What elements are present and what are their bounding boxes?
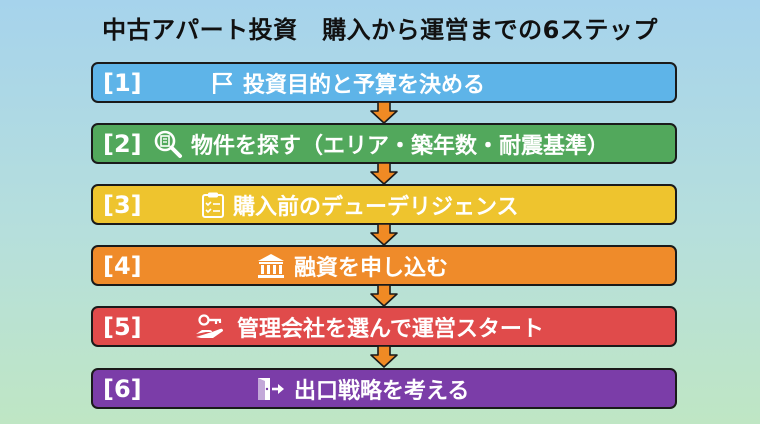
step-number: [6] xyxy=(103,374,142,403)
hand-key-icon xyxy=(195,313,229,341)
page-title: 中古アパート投資 購入から運営までの6ステップ xyxy=(102,16,658,44)
step-number: [2] xyxy=(103,129,142,158)
step-6: [6] 出口戦略を考える xyxy=(91,368,677,409)
step-2: [2] 物件を探す（エリア・築年数・耐震基準） xyxy=(91,123,677,164)
step-label: 出口戦略を考える xyxy=(294,378,470,404)
step-label: 物件を探す（エリア・築年数・耐震基準） xyxy=(191,133,610,159)
step-content: 購入前のデューデリジェンス xyxy=(201,186,519,223)
step-label: 融資を申し込む xyxy=(294,255,449,281)
magnifier-icon xyxy=(153,129,183,159)
arrow-down-icon xyxy=(370,102,398,124)
exit-door-icon xyxy=(256,376,286,402)
step-content: 管理会社を選んで運営スタート xyxy=(195,308,544,345)
step-5: [5] 管理会社を選んで運営スタート xyxy=(91,306,677,347)
step-4: [4] 融資を申し込む xyxy=(91,245,677,286)
arrow-down-icon xyxy=(370,163,398,185)
bank-icon xyxy=(256,253,286,279)
step-label: 管理会社を選んで運営スタート xyxy=(237,316,544,342)
clipboard-icon xyxy=(201,191,225,219)
step-number: [3] xyxy=(103,190,142,219)
step-label: 投資目的と予算を決める xyxy=(243,72,486,98)
step-content: 出口戦略を考える xyxy=(256,370,469,407)
step-number: [5] xyxy=(103,312,142,341)
step-content: 投資目的と予算を決める xyxy=(209,64,485,101)
step-number: [1] xyxy=(103,68,142,97)
step-number: [4] xyxy=(103,251,142,280)
arrow-down-icon xyxy=(370,224,398,246)
step-content: 物件を探す（エリア・築年数・耐震基準） xyxy=(153,125,609,162)
step-label: 購入前のデューデリジェンス xyxy=(233,194,519,220)
flag-icon xyxy=(209,70,235,96)
step-3: [3] 購入前のデューデリジェンス xyxy=(91,184,677,225)
arrow-down-icon xyxy=(370,346,398,368)
step-1: [1] 投資目的と予算を決める xyxy=(91,62,677,103)
step-content: 融資を申し込む xyxy=(256,247,448,284)
arrow-down-icon xyxy=(370,285,398,307)
